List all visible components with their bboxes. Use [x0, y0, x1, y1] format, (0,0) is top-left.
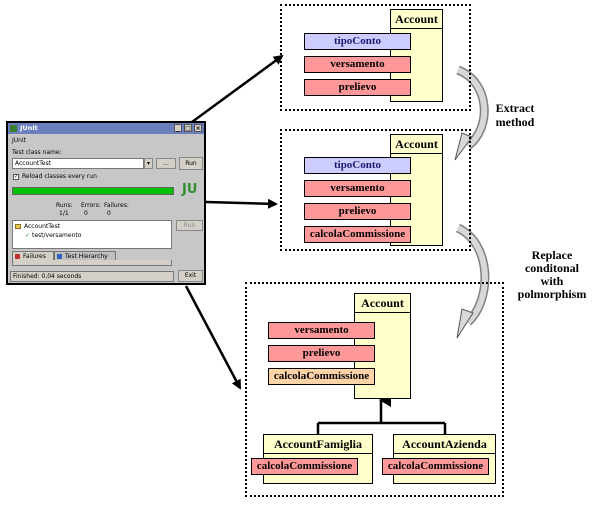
step-replace-line3: with	[540, 274, 564, 288]
method-calcolacommissione: calcolaCommissione	[304, 226, 411, 243]
diagram-frame-1	[280, 4, 471, 111]
tab-hierarchy-label: Test Hierarchy	[65, 253, 108, 260]
refactor-arrow-polymorphism-icon	[455, 223, 490, 339]
progress-bar	[12, 187, 174, 195]
method-tipoconto: tipoConto	[304, 157, 411, 174]
junit-window-title: JUnit	[20, 124, 38, 132]
class-name: Account	[391, 10, 442, 29]
reload-checkbox[interactable]: ✓	[13, 174, 19, 180]
tree-child[interactable]: test/versamento	[32, 232, 82, 239]
step-extract-line1: Extract	[495, 101, 535, 115]
tree-root[interactable]: AccountTest	[24, 223, 61, 230]
tab-failures[interactable]: Failures	[12, 251, 54, 261]
reload-label: Reload classes every run	[22, 173, 97, 180]
class-name: AccountAzienda	[394, 435, 495, 454]
folder-icon	[15, 224, 21, 229]
tab-failures-label: Failures	[23, 253, 46, 260]
status-bar: Finished: 0,04 seconds	[10, 271, 174, 282]
runs-label: Runs:	[56, 202, 73, 209]
failures-label: Failures:	[104, 202, 129, 209]
check-icon: ✓	[25, 232, 31, 239]
test-tree[interactable]: AccountTest ✓ test/versamento	[12, 220, 172, 249]
failures-value: 0	[107, 210, 111, 217]
step-extract-line2: method	[495, 115, 535, 129]
errors-label: Errors:	[81, 202, 101, 209]
test-class-input[interactable]: AccountTest	[12, 158, 144, 169]
close-icon[interactable]: ×	[194, 124, 202, 132]
step-replace-line2: conditonal	[524, 261, 579, 275]
arrow-to-box1	[191, 54, 284, 124]
step-replace-line1: Replace	[531, 248, 573, 262]
junit-app-icon	[10, 125, 17, 132]
account-class-3: Account	[354, 293, 411, 399]
method-versamento: versamento	[304, 56, 411, 73]
method-prelievo: prelievo	[304, 203, 411, 220]
hierarchy-tab-icon	[57, 254, 62, 259]
junit-window: JUnit _ □ × JUnit Test class name: Accou…	[6, 121, 206, 285]
class-name: Account	[391, 135, 442, 154]
failures-tab-icon	[15, 254, 20, 259]
step-replace-conditional: Replace conditonal with polmorphism	[506, 249, 597, 301]
maximize-icon[interactable]: □	[184, 124, 192, 132]
browse-button[interactable]: ...	[156, 158, 176, 169]
arrow-to-box3	[184, 285, 242, 390]
dropdown-button[interactable]: ▾	[144, 158, 153, 169]
class-name: AccountFamiglia	[264, 435, 372, 454]
step-extract-method: Extract method	[482, 101, 548, 129]
method-calcolacommissione: calcolaCommissione	[382, 458, 489, 475]
tab-panel	[12, 260, 172, 266]
refactor-arrow-extract-icon	[454, 65, 489, 161]
junit-menu[interactable]: JUnit	[12, 137, 26, 144]
method-calcolacommissione: calcolaCommissione	[251, 458, 358, 475]
method-versamento: versamento	[268, 322, 375, 339]
method-tipoconto: tipoConto	[304, 33, 411, 50]
diagram-frame-2	[280, 129, 471, 251]
class-name: Account	[355, 294, 410, 313]
method-versamento: versamento	[304, 180, 411, 197]
run-button[interactable]: Run	[179, 157, 203, 170]
tree-run-button[interactable]: Run	[176, 220, 203, 231]
step-replace-line4: polmorphism	[517, 287, 587, 301]
arrow-to-box2	[205, 198, 278, 209]
runs-value: 1/1	[59, 210, 69, 217]
method-prelievo: prelievo	[304, 79, 411, 96]
junit-title-bar: JUnit _ □ ×	[8, 123, 204, 134]
diagram-frame-3	[245, 282, 504, 497]
junit-logo: JU	[182, 182, 198, 197]
tab-hierarchy[interactable]: Test Hierarchy	[54, 251, 116, 261]
exit-button[interactable]: Exit	[178, 270, 203, 282]
method-prelievo: prelievo	[268, 345, 375, 362]
test-class-label: Test class name:	[12, 149, 62, 156]
minimize-icon[interactable]: _	[174, 124, 182, 132]
errors-value: 0	[84, 210, 88, 217]
method-calcolacommissione: calcolaCommissione	[268, 368, 375, 385]
